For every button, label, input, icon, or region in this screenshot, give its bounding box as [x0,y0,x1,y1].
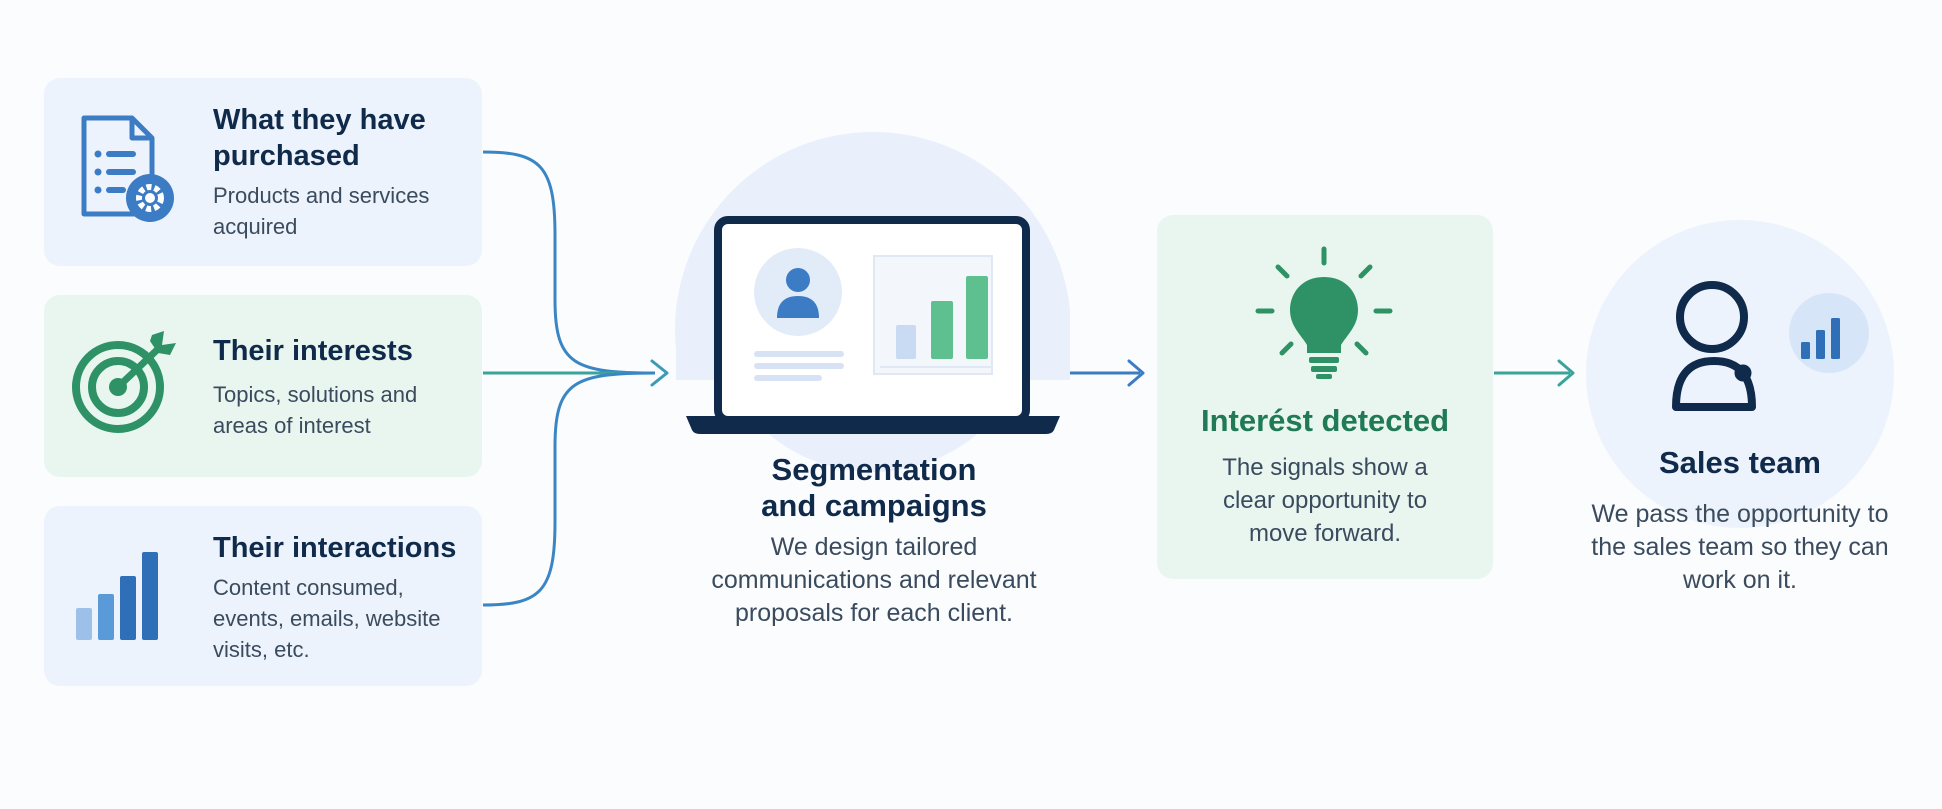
card-interactions-title: Their interactions [213,532,457,564]
card-purchased: What they have purchased Products and se… [44,78,482,266]
interest-title: Interést detected [1200,403,1450,438]
card-interests-title: Their interests [213,335,413,367]
arrowhead-to-sales [1557,359,1575,387]
sales-title: Sales team [1659,445,1821,480]
card-interactions: Their interactions Content consumed, eve… [44,506,482,686]
lightbulb-icon [1255,246,1393,379]
segmentation-title: Segmentation and campaigns [700,452,1048,524]
sales-description: We pass the opportunity to the sales tea… [1591,500,1889,594]
connector-interactions [482,371,656,607]
arrowhead-to-segmentation [650,359,669,387]
connector-purchased [482,150,656,375]
card-interactions-description: Content consumed, events, emails, websit… [213,575,441,662]
card-interest-detected: Interést detected The signals show a cle… [1157,215,1493,579]
document-gear-icon [81,115,174,222]
arrowhead-to-interest [1127,359,1145,387]
segmentation-description: We design tailored communications and re… [711,533,1037,627]
bar-chart-icon [76,552,158,640]
target-icon [72,331,176,433]
interest-description: The signals show a clear opportunity to … [1222,454,1428,547]
card-interests: Their interests Topics, solutions and ar… [44,295,482,477]
card-purchased-title: What they have purchased [213,104,426,172]
person-chart-icon [1586,220,1894,528]
card-purchased-description: Products and services acquired [213,183,430,239]
laptop-dashboard-icon [674,131,1070,472]
segmentation-title-line2: and campaigns [761,488,987,523]
card-interests-description: Topics, solutions and areas of interest [213,382,418,438]
segmentation-title-line1: Segmentation [771,452,977,487]
